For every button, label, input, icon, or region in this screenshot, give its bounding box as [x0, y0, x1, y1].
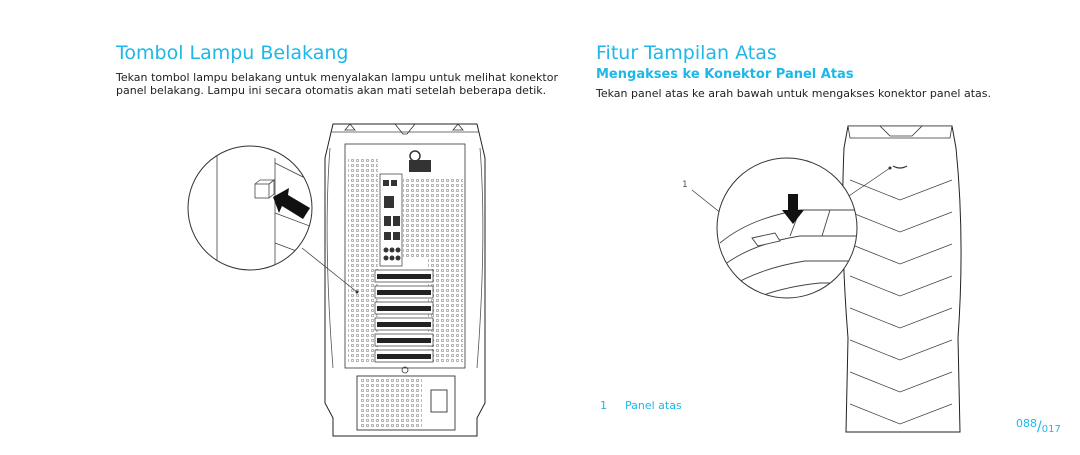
back-light-description: Tekan tombol lampu belakang untuk menyal…	[116, 71, 558, 97]
page-number-slash: /	[1037, 419, 1042, 435]
back-panel-figure	[187, 123, 486, 437]
legend-number: 1	[600, 399, 607, 412]
top-panel-description: Tekan panel atas ke arah bawah untuk men…	[596, 87, 991, 100]
page-number-current: 088	[1016, 417, 1037, 430]
press-arrow-icon	[273, 188, 310, 219]
page-number: 088/017	[1016, 417, 1061, 436]
page-number-total: 017	[1041, 424, 1061, 435]
subsection-title-top-panel: Mengakses ke Konektor Panel Atas	[596, 67, 854, 82]
press-down-arrow-icon	[782, 194, 804, 224]
section-title-back-light: Tombol Lampu Belakang	[116, 42, 349, 64]
legend-label-top-panel: Panel atas	[625, 399, 682, 412]
section-title-top-features: Fitur Tampilan Atas	[596, 42, 777, 64]
top-panel-figure	[691, 125, 962, 433]
figure-callout-number: 1	[682, 180, 688, 190]
